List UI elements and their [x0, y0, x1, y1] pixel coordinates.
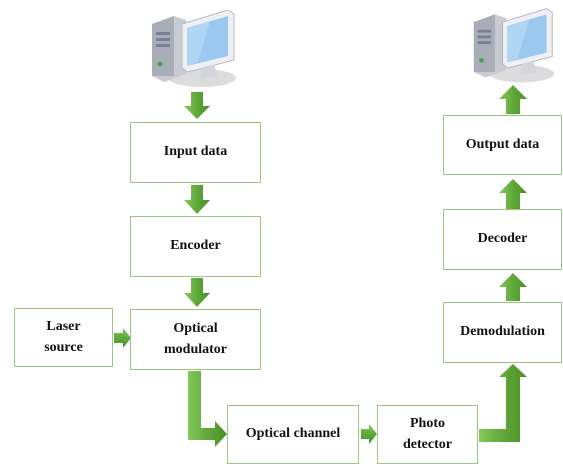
- desktop-computer-icon: [152, 10, 236, 87]
- laser-source-box: Laser source: [14, 308, 113, 367]
- arrow-modulator-to-channel: [188, 371, 227, 447]
- arrow-laser-to-modulator: [114, 328, 131, 348]
- arrow-photo-to-demod: [479, 364, 527, 442]
- arrow-output-to-computer: [499, 85, 527, 114]
- demodulation-box: Demodulation: [443, 302, 562, 363]
- laser-source-label: Laser source: [44, 319, 83, 355]
- decoder-label: Decoder: [477, 231, 528, 247]
- arrow-demod-to-decoder: [499, 273, 527, 301]
- optical-modulator-label: Optical modulator: [164, 321, 227, 357]
- photo-detector-label: Photo detector: [403, 416, 452, 452]
- photo-detector-box: Photo detector: [377, 405, 478, 464]
- input-data-box: Input data: [130, 122, 261, 183]
- desktop-computer-icon: [473, 8, 555, 83]
- optical-modulator-box: Optical modulator: [130, 309, 261, 370]
- arrow-decoder-to-output: [499, 179, 527, 209]
- arrow-input-to-encoder: [184, 185, 210, 214]
- encoder-box: Encoder: [130, 216, 261, 277]
- input-data-label: Input data: [163, 144, 228, 160]
- arrow-encoder-to-modulator: [184, 278, 210, 307]
- decoder-box: Decoder: [443, 209, 562, 270]
- arrow-channel-to-photo: [361, 424, 377, 444]
- arrow-computer-to-input: [184, 92, 210, 119]
- encoder-label: Encoder: [170, 238, 221, 254]
- optical-channel-box: Optical channel: [227, 405, 359, 464]
- demodulation-label: Demodulation: [460, 324, 545, 340]
- output-data-box: Output data: [443, 115, 562, 175]
- optical-channel-label: Optical channel: [245, 426, 341, 442]
- output-data-label: Output data: [465, 136, 540, 152]
